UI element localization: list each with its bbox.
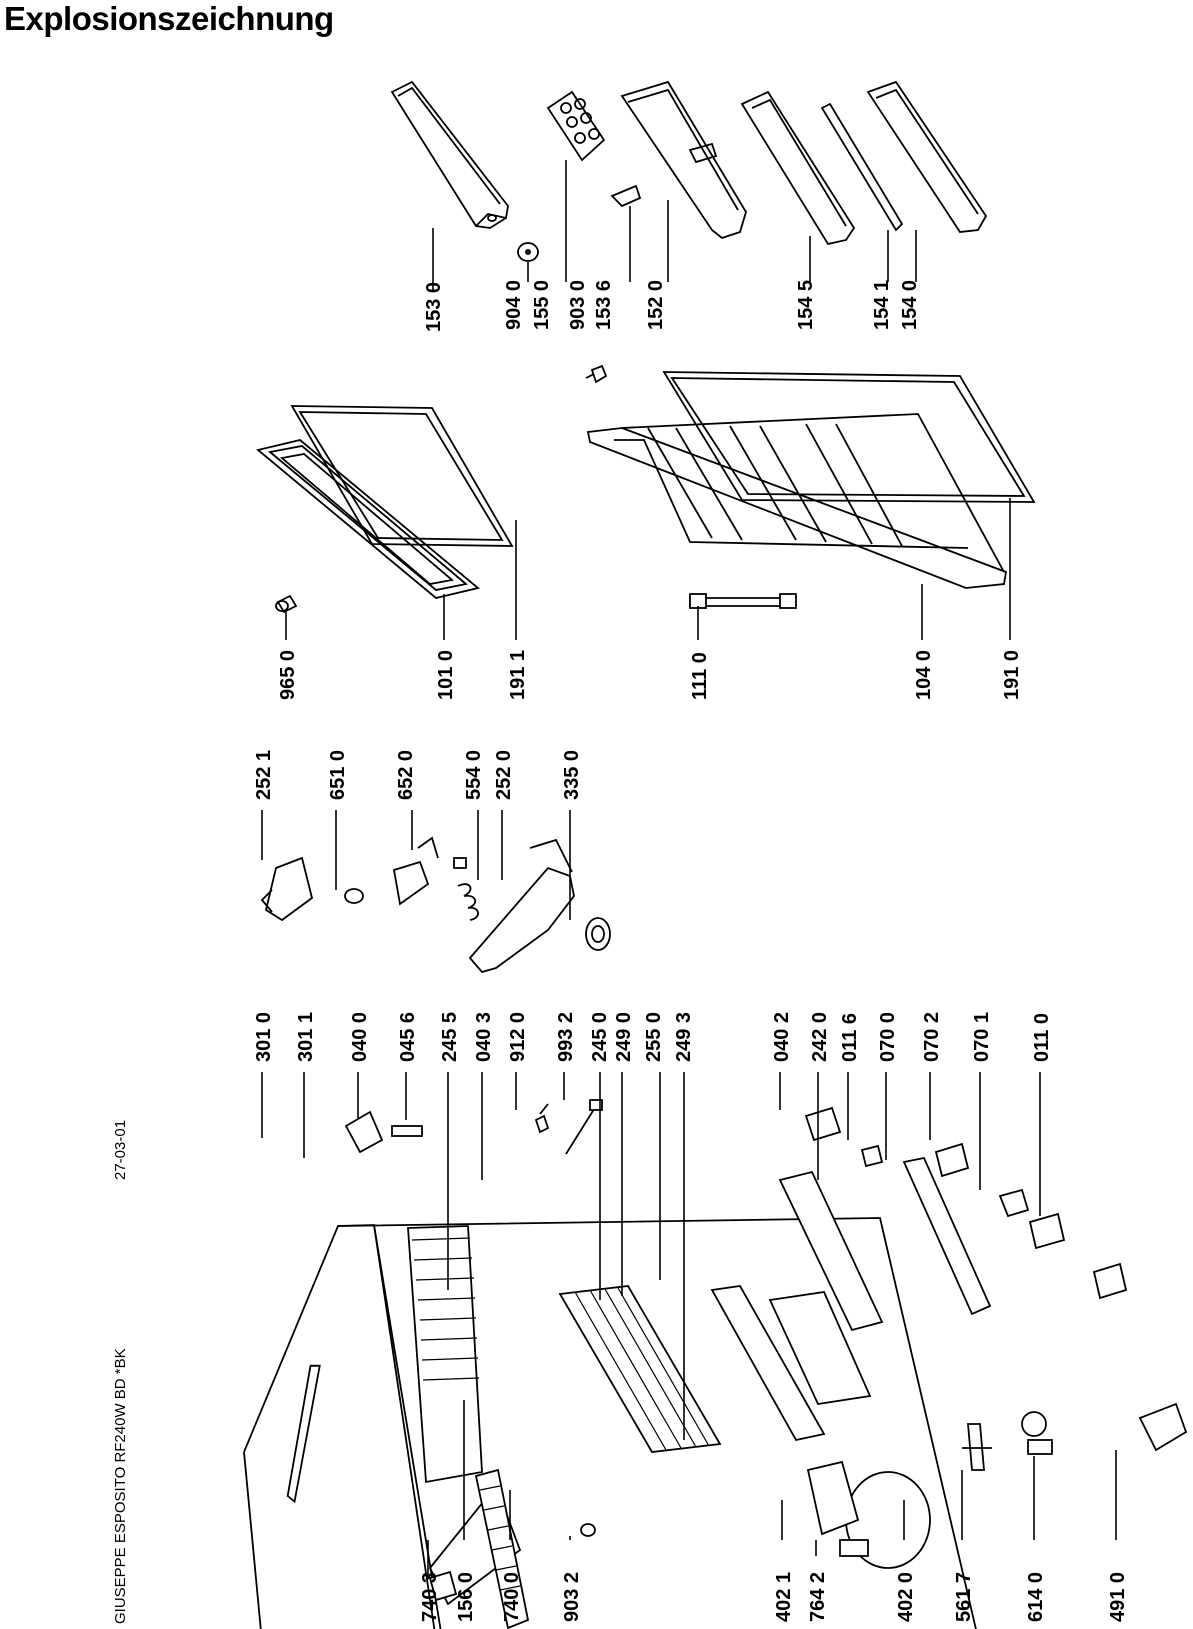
label-0702: 070 2 xyxy=(921,1012,943,1062)
door-shelf-part-1540 xyxy=(866,80,988,233)
fridge-door-part xyxy=(586,413,1008,589)
label-0403: 040 3 xyxy=(473,1012,495,1062)
label-0456: 045 6 xyxy=(397,1012,419,1062)
knob-disc-part xyxy=(585,917,611,951)
compressor-part xyxy=(806,1460,931,1569)
freezer-door-part xyxy=(256,439,480,599)
clip-part-0702 xyxy=(934,1142,970,1178)
label-0700: 070 0 xyxy=(877,1012,899,1062)
label-1911: 191 1 xyxy=(507,650,529,700)
label-3010: 301 0 xyxy=(253,1012,275,1062)
bracket-part-0402 xyxy=(804,1106,842,1142)
label-2520: 252 0 xyxy=(493,750,515,800)
label-9032: 903 2 xyxy=(561,1572,583,1622)
spring-part xyxy=(453,857,479,921)
label-2550: 255 0 xyxy=(643,1012,665,1062)
cabinet-body-part xyxy=(243,1217,977,1629)
cap-part-7403 xyxy=(428,1570,458,1602)
label-2521: 252 1 xyxy=(253,750,275,800)
freezer-gasket-part xyxy=(290,405,514,547)
label-2490: 249 0 xyxy=(613,1012,635,1062)
shelf-grid-part xyxy=(558,1285,722,1453)
label-2455: 245 5 xyxy=(439,1012,461,1062)
foot-part-0116 xyxy=(860,1144,884,1168)
condenser-part xyxy=(474,1468,530,1629)
label-9932: 993 2 xyxy=(555,1012,577,1062)
door-shelf-bottle-part xyxy=(620,80,747,240)
washer-part xyxy=(517,242,539,262)
label-0110: 011 0 xyxy=(1031,1013,1053,1062)
thermostat-part xyxy=(392,836,439,906)
bottom-rail-part xyxy=(902,1156,992,1316)
label-0400: 040 0 xyxy=(349,1012,371,1062)
label-2493: 249 3 xyxy=(673,1012,695,1062)
label-3011: 301 1 xyxy=(295,1012,317,1062)
label-1520: 152 0 xyxy=(645,280,667,330)
label-7642: 764 2 xyxy=(807,1572,829,1622)
label-1110: 111 0 xyxy=(689,652,711,700)
label-2450: 245 0 xyxy=(589,1012,611,1062)
hinge-part xyxy=(689,593,797,609)
label-1530: 153 0 xyxy=(423,282,445,332)
bulb-part xyxy=(344,888,364,904)
thermostat-cover-part xyxy=(260,856,314,922)
label-2420: 242 0 xyxy=(809,1012,831,1062)
label-0402: 040 2 xyxy=(771,1012,793,1062)
label-1040: 104 0 xyxy=(913,650,935,700)
label-5540: 554 0 xyxy=(463,750,485,800)
label-5617: 561 7 xyxy=(953,1572,975,1622)
shelf-rail-part xyxy=(820,102,904,232)
label-4020: 402 0 xyxy=(895,1572,917,1622)
screw-part-9032 xyxy=(580,1523,596,1537)
label-4021: 402 1 xyxy=(773,1572,795,1622)
label-9650: 965 0 xyxy=(277,650,299,700)
door-shelf-part-1545 xyxy=(740,90,856,246)
label-1540: 154 0 xyxy=(899,280,921,330)
label-9040: 904 0 xyxy=(503,280,525,330)
control-housing-part xyxy=(468,838,575,974)
bolt-part-0456 xyxy=(391,1125,423,1137)
glass-shelf-part xyxy=(710,1285,872,1442)
feet-part-0110 xyxy=(1028,1212,1128,1300)
label-1541: 154 1 xyxy=(871,280,893,330)
label-4910: 491 0 xyxy=(1107,1572,1129,1622)
crisper-part xyxy=(778,1170,884,1332)
door-shelf-upper-part xyxy=(390,80,509,229)
bracket-part-0400 xyxy=(344,1110,384,1154)
clip-part-0701 xyxy=(998,1188,1030,1218)
relay-part-4021 xyxy=(839,1539,869,1557)
label-0116: 011 6 xyxy=(839,1013,861,1062)
label-6140: 614 0 xyxy=(1025,1572,1047,1622)
probe-part-9932 xyxy=(565,1099,603,1155)
label-9030: 903 0 xyxy=(567,280,589,330)
label-6510: 651 0 xyxy=(327,750,349,800)
freezer-hatch xyxy=(407,1225,483,1484)
label-7403: 740 3 xyxy=(419,1572,441,1622)
top-cover-strip-part xyxy=(286,1364,321,1504)
label-9120: 912 0 xyxy=(507,1012,529,1062)
label-1536: 153 6 xyxy=(593,280,615,330)
label-1910: 191 0 xyxy=(1001,650,1023,700)
relay-part-6140 xyxy=(1021,1411,1053,1455)
label-7400: 740 0 xyxy=(501,1572,523,1622)
label-6520: 652 0 xyxy=(395,750,417,800)
label-3350: 335 0 xyxy=(561,750,583,800)
label-1545: 154 5 xyxy=(795,280,817,330)
fridge-gasket-part xyxy=(662,371,1036,503)
label-0701: 070 1 xyxy=(971,1012,993,1062)
page-title: Explosionszeichnung xyxy=(4,0,334,37)
cover-part-4910 xyxy=(1138,1402,1188,1452)
label-1550: 155 0 xyxy=(531,280,553,330)
starter-part-5617 xyxy=(962,1423,992,1471)
label-1010: 101 0 xyxy=(435,650,457,700)
screw-part-9120 xyxy=(534,1103,550,1134)
knob-part xyxy=(275,594,298,614)
egg-tray-part xyxy=(546,90,606,162)
label-1560: 156 0 xyxy=(455,1572,477,1622)
clip-part xyxy=(610,184,642,208)
screw-part-top xyxy=(585,364,608,384)
